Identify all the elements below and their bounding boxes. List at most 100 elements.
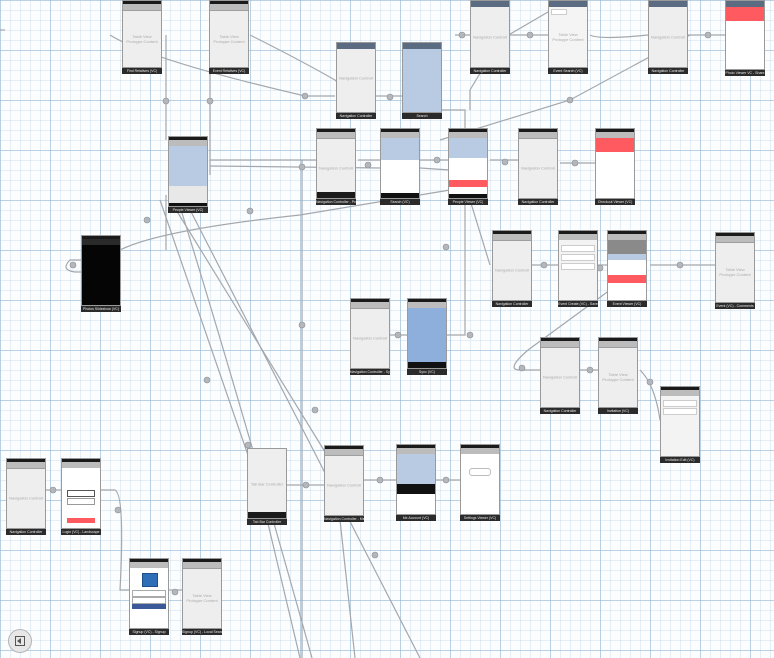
nav-bar <box>599 341 637 348</box>
scene-body: Navigation Controller <box>7 468 45 528</box>
form-field <box>561 245 595 252</box>
scene-caption: People Viewer (VC) <box>448 199 488 205</box>
scene-caption: Event Search (VC) <box>548 68 588 74</box>
scene-placeholder: Navigation Controller <box>521 165 555 171</box>
scene-navigation-controller-me[interactable]: Navigation Controller Navigation Control… <box>324 445 364 522</box>
scene-caption: Navigation Controller <box>492 301 532 307</box>
sidebar-toggle-button[interactable] <box>8 629 32 653</box>
scene-body <box>449 138 487 198</box>
scene-signup[interactable]: Signup (VC) - Signup <box>129 558 169 635</box>
scene-body: Navigation Controller <box>493 240 531 300</box>
scene-people-viewer[interactable]: People Viewer (VC) <box>168 136 208 213</box>
scene-body <box>397 454 435 514</box>
scene-search[interactable]: Search <box>402 42 442 119</box>
scene-navigation-controller-profiles[interactable]: Navigation Controller Navigation Control… <box>316 128 356 205</box>
scene-body: Navigation Controller <box>337 43 375 112</box>
info-panel <box>169 186 207 206</box>
scene-body: Navigation Controller <box>649 7 687 67</box>
scene-invitation-edit[interactable]: Invitation Edit (VC) <box>660 386 700 463</box>
scene-body <box>408 308 446 368</box>
scene-body: Navigation Controller <box>519 138 557 198</box>
nav-bar <box>541 341 579 348</box>
scene-event-viewer[interactable]: Event Viewer (VC) <box>607 230 647 307</box>
scene-body: Navigation Controller <box>351 308 389 368</box>
scene-tab-bar-controller[interactable]: Tab Bar Controller Tab Bar Controller <box>247 448 287 525</box>
scene-navigation-controller-2[interactable]: Navigation Controller Navigation Control… <box>470 0 510 74</box>
scene-caption: Navigation Controller - Me <box>324 516 364 522</box>
scene-me-account[interactable]: Me Account (VC) <box>396 444 436 521</box>
status-bar <box>210 1 248 4</box>
scene-placeholder: Navigation Controller <box>353 335 387 341</box>
scene-checkout-viewer[interactable]: Checkout Viewer (VC) <box>595 128 635 205</box>
scene-event-create-save[interactable]: Event Create (VC) - Save <box>558 230 598 307</box>
scene-photo-viewer-share[interactable]: Photo Viewer VC - Share <box>725 0 765 76</box>
scene-navigation-controller-6[interactable]: Navigation Controller Navigation Control… <box>540 337 580 414</box>
scene-navigation-controller-4[interactable]: Navigation Controller Navigation Control… <box>518 128 558 205</box>
password-field <box>67 498 95 505</box>
scene-caption: Photo Viewer VC - Share <box>725 70 765 76</box>
header-photo <box>608 240 646 254</box>
status-bar <box>716 233 754 236</box>
scene-caption: Invitation Edit (VC) <box>660 457 700 463</box>
scene-navigation-controller-5[interactable]: Navigation Controller Navigation Control… <box>492 230 532 307</box>
scene-caption: People Viewer (VC) <box>168 207 208 213</box>
scene-caption: Tab Bar Controller <box>247 519 287 525</box>
form-field <box>663 408 697 415</box>
toolbar <box>449 194 487 198</box>
scene-body: Navigation Controller <box>471 7 509 67</box>
scene-navigation-controller-sync[interactable]: Navigation Controller Navigation Control… <box>350 298 390 375</box>
scene-navigation-controller-3[interactable]: Navigation Controller Navigation Control… <box>648 0 688 74</box>
scene-caption: Event Viewer (VC) <box>607 301 647 307</box>
search-field <box>551 9 567 15</box>
scene-caption: Signup (VC) - Signup <box>129 629 169 635</box>
scene-caption: Navigation Controller <box>540 408 580 414</box>
scene-settings-viewer[interactable]: Settings Viewer (VC) <box>460 444 500 521</box>
scene-body: Navigation Controller <box>317 138 355 198</box>
scene-navigation-controller[interactable]: Navigation Controller Navigation Control… <box>336 42 376 119</box>
scene-placeholder: Navigation Controller <box>495 267 529 273</box>
settings-cell <box>469 468 491 476</box>
scene-navigation-controller-7[interactable]: Navigation Controller Navigation Control… <box>6 458 46 535</box>
scene-photos-slideshow[interactable]: Photos Slideshow (VC) <box>81 235 121 312</box>
status-bar <box>397 445 435 448</box>
scene-body <box>62 468 100 528</box>
status-bar <box>408 299 446 302</box>
scene-sync[interactable]: Sync (VC) <box>407 298 447 375</box>
scene-body <box>608 240 646 300</box>
header-image <box>449 138 487 158</box>
scene-search-vc[interactable]: Search (VC) <box>380 128 420 205</box>
facebook-button <box>132 604 166 609</box>
scene-body <box>130 568 168 628</box>
scene-caption: Find Relatives (VC) <box>122 68 162 74</box>
scene-login-landscape[interactable]: Login (VC) - Landscape <box>61 458 101 535</box>
scene-caption: Sync (VC) <box>407 369 447 375</box>
info-strip <box>608 254 646 260</box>
nav-bar <box>519 132 557 139</box>
scene-caption: Navigation Controller <box>518 199 558 205</box>
scene-placeholder: Navigation Controller <box>9 495 43 501</box>
scene-people-viewer-2[interactable]: People Viewer (VC) <box>448 128 488 205</box>
nav-bar <box>325 449 363 456</box>
status-bar <box>519 129 557 132</box>
username-field <box>67 490 95 497</box>
red-header <box>596 138 634 152</box>
nav-bar <box>351 302 389 309</box>
scene-caption: Navigation Controller <box>470 68 510 74</box>
nav-bar <box>317 132 355 139</box>
scene-body <box>559 240 597 300</box>
status-bar <box>541 338 579 341</box>
